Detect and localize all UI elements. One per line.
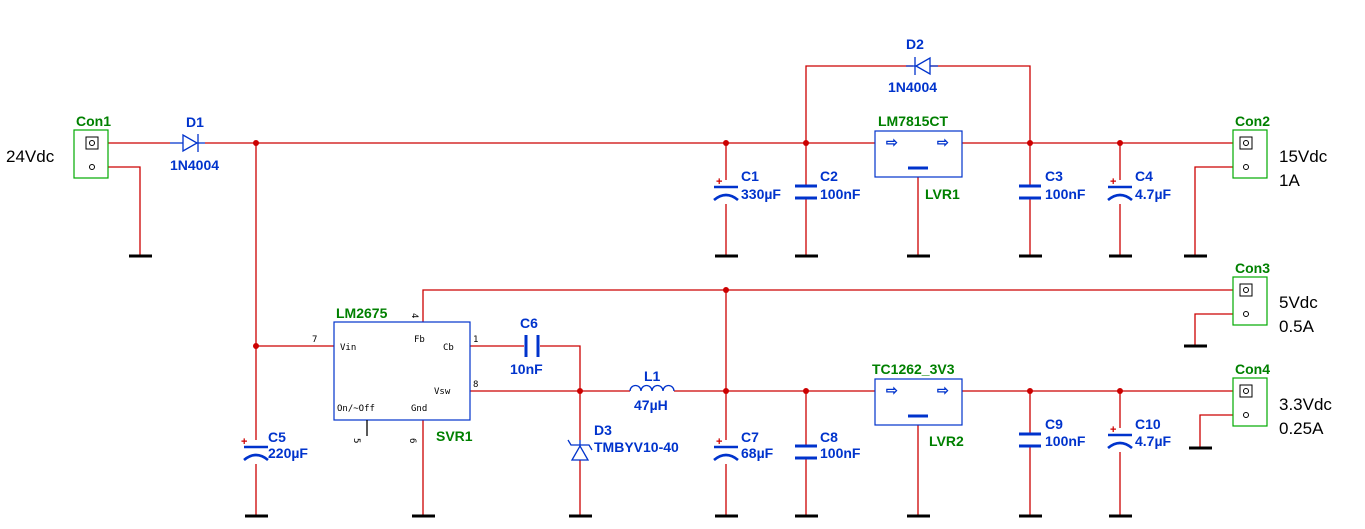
con4-ref: Con4 — [1235, 361, 1270, 377]
c4-value: 4.7µF — [1135, 186, 1172, 202]
con3-ref: Con3 — [1235, 260, 1270, 276]
svr1-pin-cb: Cb — [443, 343, 454, 353]
con2-current: 1A — [1279, 171, 1300, 190]
c10-polarity: + — [1110, 424, 1116, 436]
c10-ref: C10 — [1135, 416, 1161, 432]
c2-value: 100nF — [820, 186, 861, 202]
con1-ref: Con1 — [76, 113, 111, 129]
con2-ref: Con2 — [1235, 113, 1270, 129]
lvr2-out-arrow: ⇨ — [937, 382, 949, 398]
d3-value: TMBYV10-40 — [594, 439, 679, 455]
lvr2-ref: LVR2 — [929, 433, 964, 449]
d1-ref: D1 — [186, 114, 204, 130]
lvr1-part: LM7815CT — [878, 113, 948, 129]
capacitor-c8[interactable]: C8 100nF — [795, 429, 861, 461]
con3-voltage: 5Vdc — [1279, 293, 1318, 312]
c10-value: 4.7µF — [1135, 433, 1172, 449]
con2-voltage: 15Vdc — [1279, 147, 1328, 166]
connector-con1[interactable]: Con1 24Vdc — [6, 113, 111, 179]
svr1-ref: SVR1 — [436, 428, 473, 444]
c4-polarity: + — [1110, 176, 1116, 188]
c6-value: 10nF — [510, 361, 543, 377]
c5-polarity: + — [241, 436, 247, 448]
d1-value: 1N4004 — [170, 157, 219, 173]
switching-regulator-svr1[interactable]: Vin Fb Cb Vsw On/~Off Gnd 7 4 1 8 5 6 LM… — [312, 305, 478, 444]
svr1-pin-vin: Vin — [340, 343, 356, 353]
connector-con3[interactable]: Con3 5Vdc 0.5A — [1232, 260, 1318, 336]
c9-value: 100nF — [1045, 433, 1086, 449]
capacitor-c6[interactable]: C6 10nF — [510, 315, 543, 377]
regulator-lvr1[interactable]: ⇨ ⇨ LM7815CT LVR1 — [874, 113, 963, 202]
c3-value: 100nF — [1045, 186, 1086, 202]
capacitor-c1[interactable]: + C1 330µF — [713, 168, 781, 202]
l1-ref: L1 — [644, 368, 661, 384]
c7-value: 68µF — [741, 445, 774, 461]
capacitor-c7[interactable]: + C7 68µF — [713, 429, 774, 462]
d2-ref: D2 — [906, 36, 924, 52]
diode-d1[interactable]: D1 1N4004 — [170, 114, 219, 173]
con4-voltage: 3.3Vdc — [1279, 395, 1332, 414]
inductor-l1[interactable]: L1 47µH — [629, 368, 675, 413]
svr1-part: LM2675 — [336, 305, 388, 321]
junctions — [253, 140, 1123, 394]
lvr1-out-arrow: ⇨ — [937, 134, 949, 150]
c1-value: 330µF — [741, 186, 781, 202]
ground-symbols — [129, 254, 1212, 518]
c7-ref: C7 — [741, 429, 759, 445]
diode-d3[interactable]: D3 TMBYV10-40 — [567, 422, 679, 461]
capacitor-c10[interactable]: + C10 4.7µF — [1107, 416, 1172, 450]
c8-value: 100nF — [820, 445, 861, 461]
c1-polarity: + — [716, 176, 722, 188]
d2-value: 1N4004 — [888, 79, 937, 95]
svr1-pin-fb: Fb — [414, 335, 425, 345]
d3-ref: D3 — [594, 422, 612, 438]
con3-current: 0.5A — [1279, 317, 1315, 336]
capacitor-c9[interactable]: C9 100nF — [1019, 416, 1086, 449]
c9-ref: C9 — [1045, 416, 1063, 432]
c6-ref: C6 — [520, 315, 538, 331]
c3-ref: C3 — [1045, 168, 1063, 184]
c1-ref: C1 — [741, 168, 759, 184]
regulator-lvr2[interactable]: ⇨ ⇨ TC1262_3V3 LVR2 — [872, 361, 964, 449]
svr1-pinnum-vin: 7 — [312, 335, 317, 345]
l1-value: 47µH — [634, 397, 668, 413]
c7-polarity: + — [716, 436, 722, 448]
c4-ref: C4 — [1135, 168, 1153, 184]
connector-con4[interactable]: Con4 3.3Vdc 0.25A — [1232, 361, 1332, 438]
lvr1-ref: LVR1 — [925, 186, 960, 202]
wires — [108, 65, 1233, 515]
capacitor-c4[interactable]: + C4 4.7µF — [1107, 168, 1172, 202]
c5-ref: C5 — [268, 429, 286, 445]
c2-ref: C2 — [820, 168, 838, 184]
svr1-pinnum-fb: 4 — [409, 313, 419, 318]
c8-ref: C8 — [820, 429, 838, 445]
diode-d2[interactable]: D2 1N4004 — [888, 36, 938, 95]
con1-voltage: 24Vdc — [6, 147, 55, 166]
svr1-pin-vsw: Vsw — [434, 387, 451, 397]
svr1-pinnum-cb: 1 — [473, 335, 478, 345]
svr1-pin-gnd: Gnd — [411, 404, 427, 414]
c5-value: 220µF — [268, 445, 308, 461]
svr1-pinnum-vsw: 8 — [473, 380, 478, 390]
svr1-pinnum-onoff: 5 — [351, 438, 361, 443]
con4-current: 0.25A — [1279, 419, 1324, 438]
lvr1-in-arrow: ⇨ — [886, 134, 898, 150]
connector-con2[interactable]: Con2 15Vdc 1A — [1232, 113, 1328, 190]
capacitor-c2[interactable]: C2 100nF — [795, 168, 861, 202]
lvr2-part: TC1262_3V3 — [872, 361, 955, 377]
svr1-pinnum-gnd: 6 — [407, 438, 417, 443]
capacitor-c3[interactable]: C3 100nF — [1019, 168, 1086, 202]
svr1-pin-onoff: On/~Off — [337, 404, 375, 414]
lvr2-in-arrow: ⇨ — [886, 382, 898, 398]
capacitor-c5[interactable]: + C5 220µF — [241, 429, 308, 462]
